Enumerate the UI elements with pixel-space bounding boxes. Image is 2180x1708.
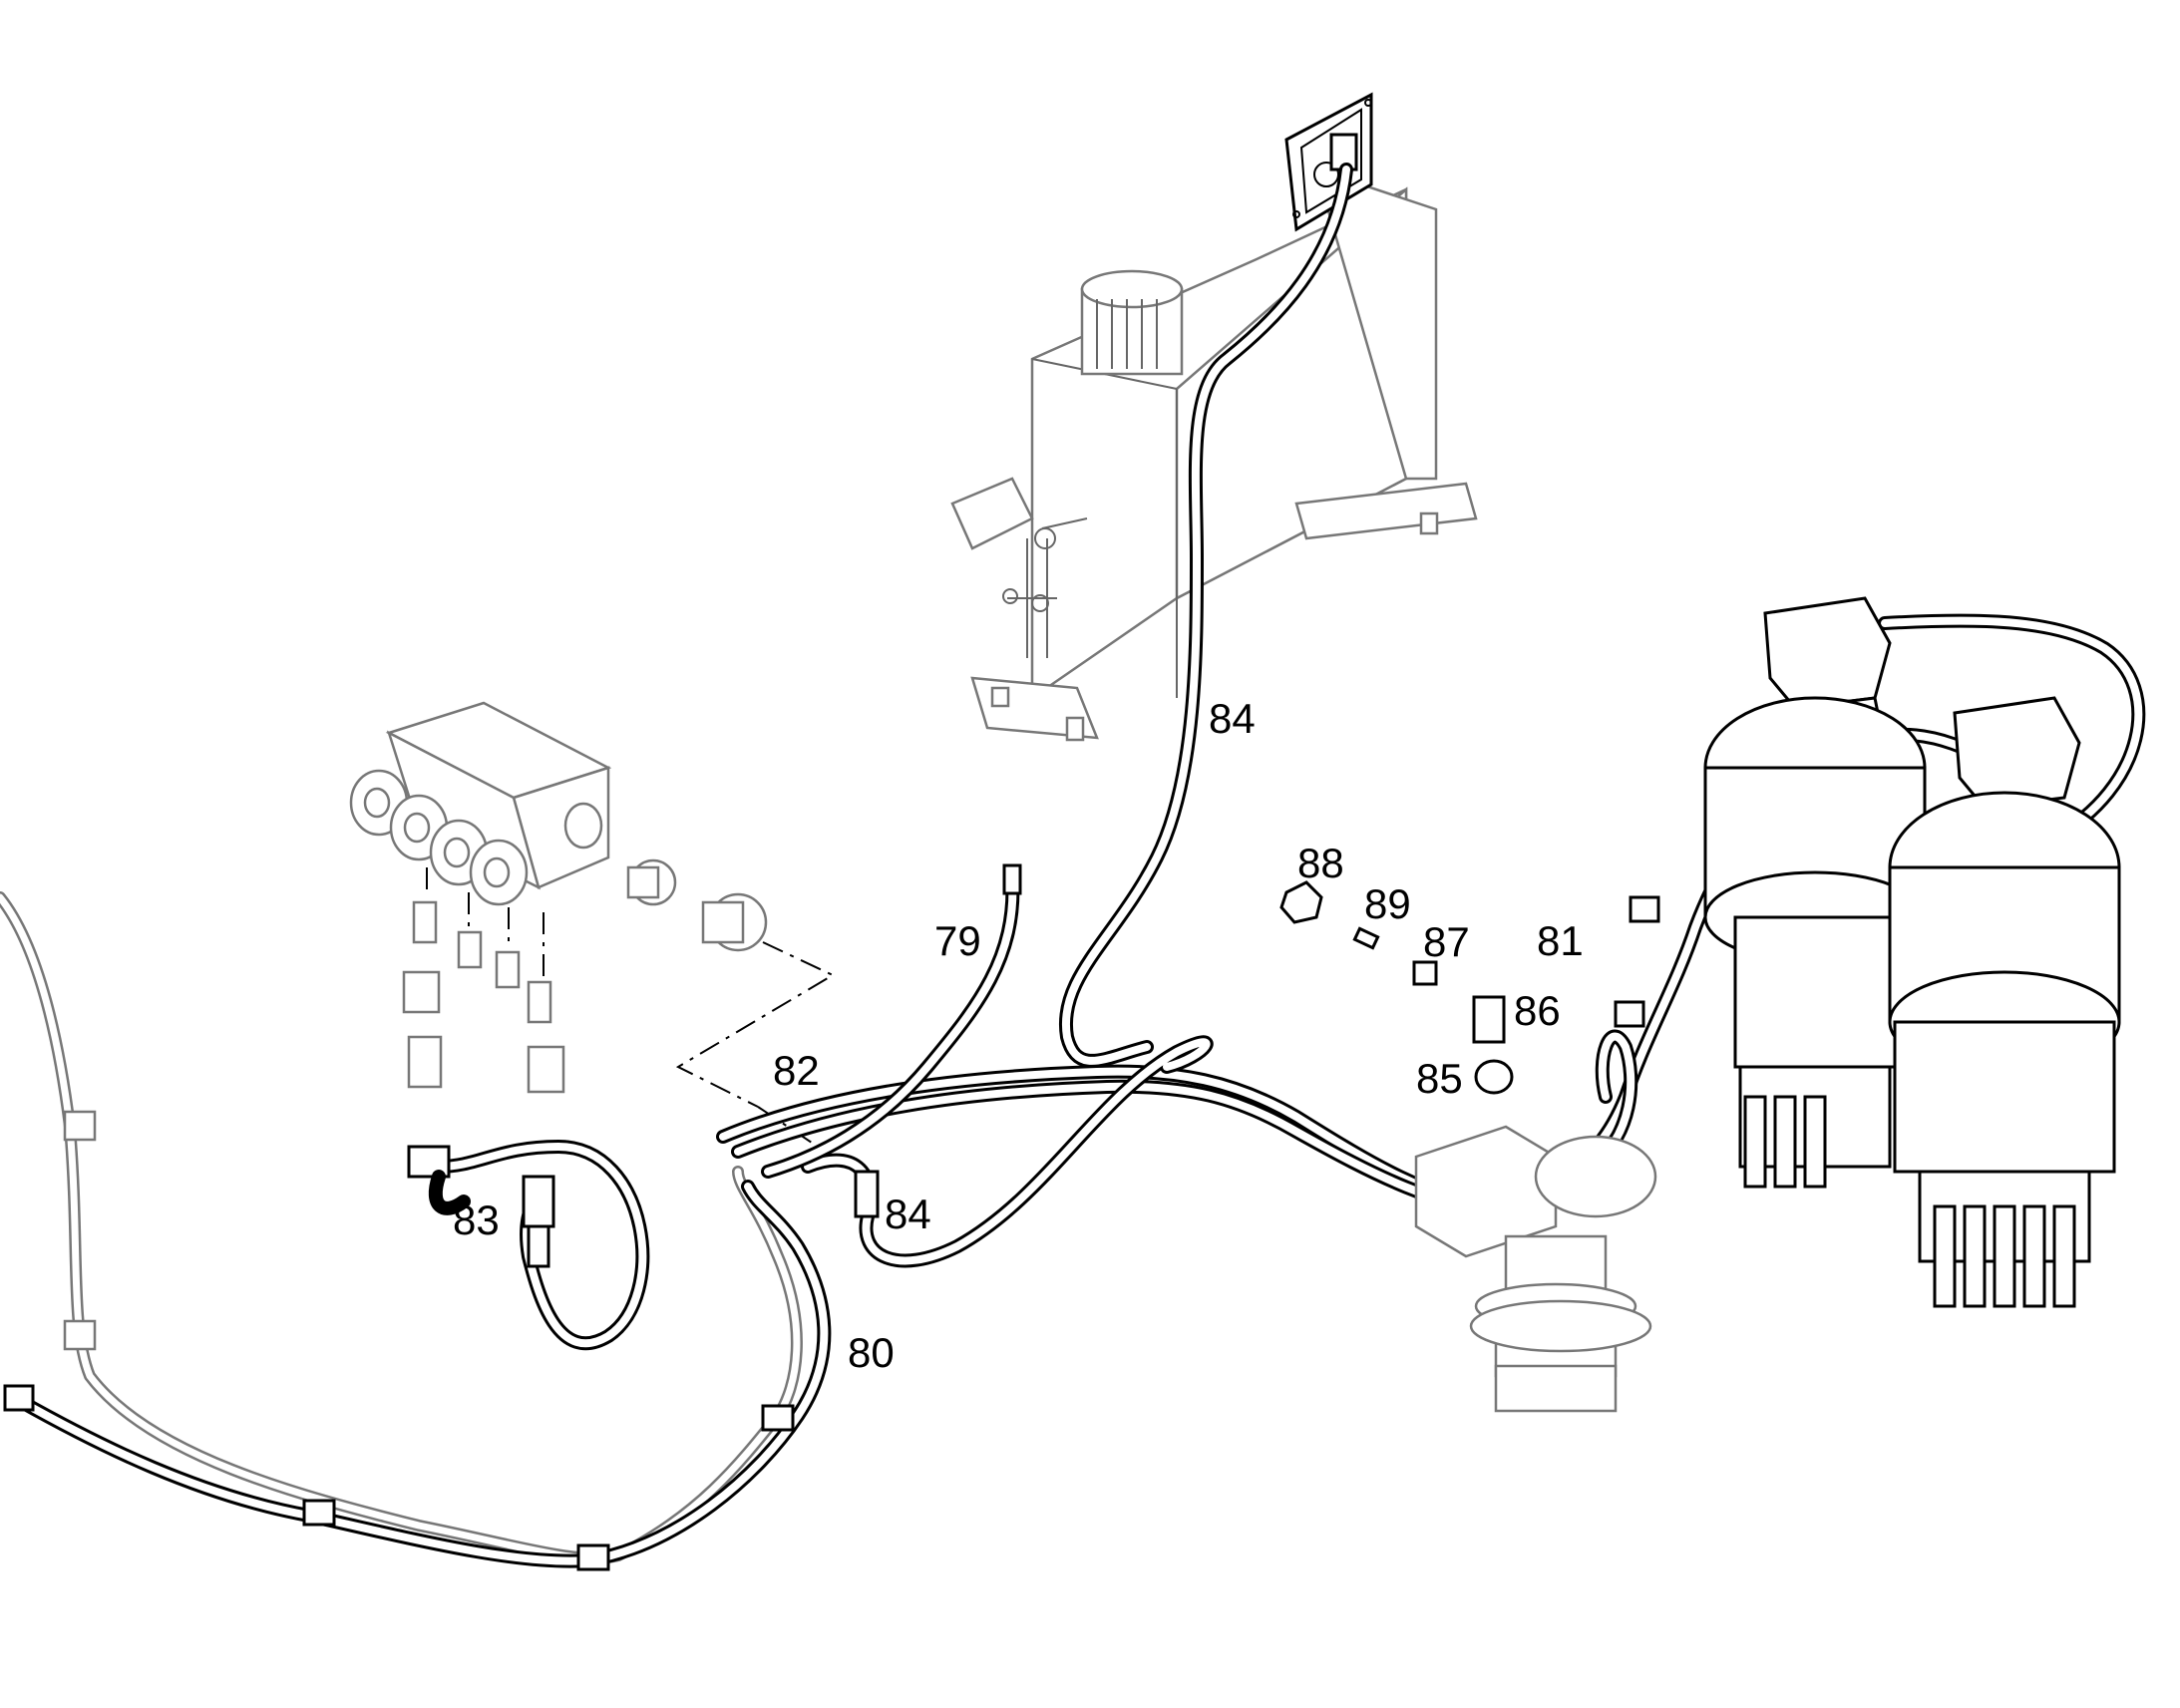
screw-89 xyxy=(1352,926,1380,950)
bushing-87 xyxy=(1412,960,1438,986)
oil-tank xyxy=(950,168,1478,742)
callout-89: 89 xyxy=(1364,880,1411,927)
callout-87: 87 xyxy=(1423,918,1470,965)
hose-80 xyxy=(0,891,832,1571)
nut-88 xyxy=(1279,880,1323,924)
callout-80: 80 xyxy=(848,1329,895,1376)
swing-motor xyxy=(1414,1125,1657,1413)
callout-85: 85 xyxy=(1416,1055,1463,1102)
elbow-86 xyxy=(1472,995,1506,1044)
callout-79: 79 xyxy=(934,917,981,964)
hose-83 xyxy=(407,1140,650,1351)
callout-84-lower: 84 xyxy=(885,1191,931,1237)
mounting-plate xyxy=(1284,92,1373,232)
callout-83: 83 xyxy=(453,1196,500,1243)
callout-82: 82 xyxy=(773,1047,820,1094)
callout-88: 88 xyxy=(1297,840,1344,886)
hose-84-lower xyxy=(801,1035,1214,1268)
swing-gearbox-front xyxy=(1888,696,2121,1308)
hose-84-upper xyxy=(1058,163,1353,1068)
adapter-85 xyxy=(1474,1059,1514,1095)
solenoid-valve-block xyxy=(349,701,768,952)
loose-fittings xyxy=(1279,880,1514,1095)
assembly-lines xyxy=(675,941,836,1148)
valve-fittings xyxy=(402,867,565,1094)
callout-84-upper: 84 xyxy=(1209,695,1256,742)
hose-79 xyxy=(761,863,1022,1179)
callout-81: 81 xyxy=(1537,917,1584,964)
swing-gearbox-rear xyxy=(1703,596,1927,1189)
callout-86: 86 xyxy=(1514,987,1561,1034)
